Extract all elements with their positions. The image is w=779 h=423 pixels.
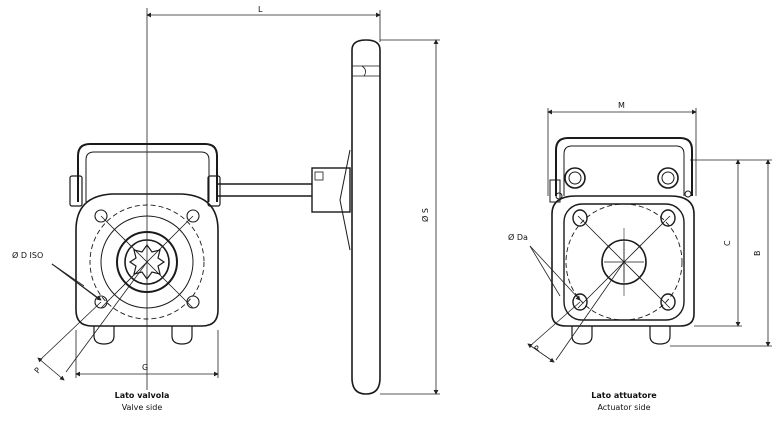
dim-Da-label: Ø Da xyxy=(508,232,528,242)
dimension-L xyxy=(146,10,381,42)
handwheel xyxy=(351,39,381,395)
dim-P-right-label: P xyxy=(533,344,543,354)
actuator-side-view xyxy=(549,137,695,345)
caption-actuator-side-en: Actuator side xyxy=(597,403,650,412)
caption-actuator-side-it: Lato attuatore xyxy=(591,391,657,400)
actuator-body xyxy=(551,195,695,327)
dimension-P-right xyxy=(527,261,625,363)
caption-valve-side-en: Valve side xyxy=(122,403,163,412)
gearbox-body xyxy=(75,193,219,327)
dim-S-label: Ø S xyxy=(420,208,430,222)
dimension-G xyxy=(75,330,219,378)
dimension-P-left xyxy=(37,261,148,381)
dim-G-label: G xyxy=(142,363,148,372)
caption-valve-side-it: Lato valvola xyxy=(115,391,170,400)
dimension-C xyxy=(690,159,742,327)
dimension-B xyxy=(670,159,772,347)
dim-C-label: C xyxy=(723,240,732,246)
valve-side-view xyxy=(69,39,381,395)
dim-D-iso-label: Ø D ISO xyxy=(12,250,43,260)
dimension-M xyxy=(547,108,697,196)
dim-L-label: L xyxy=(258,5,263,14)
dim-B-label: B xyxy=(753,251,762,257)
dimension-S xyxy=(380,39,440,395)
dim-P-left-label: P xyxy=(33,366,43,376)
dim-M-label: M xyxy=(618,101,625,110)
leader-D-iso xyxy=(51,263,102,301)
carry-handle xyxy=(77,143,218,202)
leader-Da xyxy=(529,245,581,301)
carry-handle-right xyxy=(555,137,693,196)
